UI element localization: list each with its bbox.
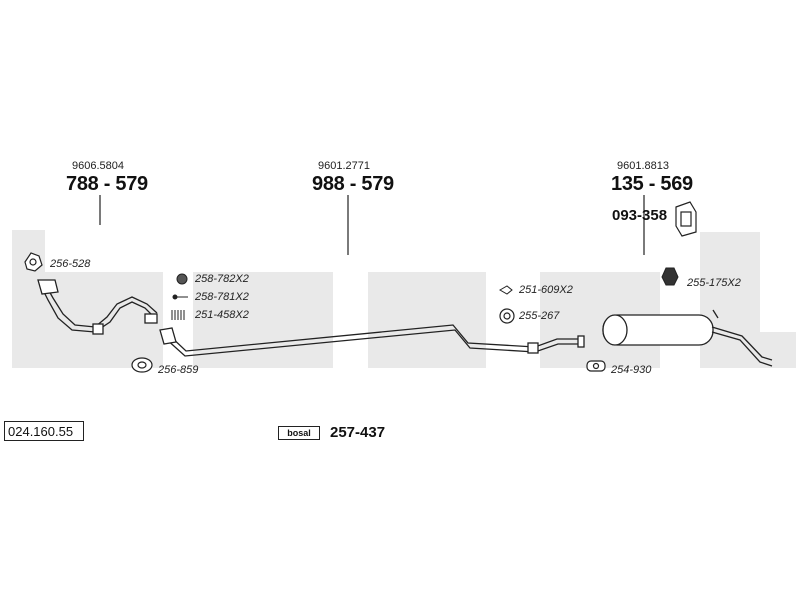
watermark-block-o xyxy=(193,272,333,368)
front-oe-ref: 9606.5804 xyxy=(72,160,124,172)
middle-part-no-a: 988 xyxy=(312,173,345,195)
gasket-front-shape xyxy=(24,252,43,272)
middle-part-separator: - xyxy=(349,173,357,195)
front-part-no-b: 579 xyxy=(115,173,148,195)
front-part-no-a: 788 xyxy=(66,173,99,195)
middle-part-no-b: 579 xyxy=(361,173,394,195)
front-part-number: 788 - 579 xyxy=(66,173,148,196)
ring-middle-shape xyxy=(499,308,515,324)
mounting-kit-part-number: 257-437 xyxy=(330,424,386,441)
catalog-number: 024.160.55 xyxy=(4,421,84,441)
rear-part-no-a: 135 xyxy=(611,173,644,195)
label-bolt-kit-top: 258-782X2 xyxy=(195,273,249,285)
middle-oe-ref: 9601.2771 xyxy=(318,160,370,172)
label-clamp-middle: 251-609X2 xyxy=(519,284,573,296)
label-clamp-rear: 254-930 xyxy=(611,364,652,376)
label-spring-kit: 251-458X2 xyxy=(195,309,249,321)
gasket-lower-shape xyxy=(131,357,153,373)
label-ring-middle: 255-267 xyxy=(519,310,560,322)
rear-part-separator: - xyxy=(648,173,656,195)
label-gasket-front: 256-528 xyxy=(50,258,91,270)
hanger-nut-shape xyxy=(661,267,679,286)
rear-bracket-part-number: 093-358 xyxy=(612,207,668,224)
clamp-middle-shape xyxy=(498,285,513,295)
spring-kit-shape xyxy=(171,310,185,320)
watermark-block-b1 xyxy=(12,230,45,368)
middle-part-number: 988 - 579 xyxy=(312,173,394,196)
front-pipe xyxy=(37,279,158,335)
bolt-kit-mid-shape xyxy=(172,294,188,300)
middle-pipe xyxy=(159,324,585,357)
clamp-rear-shape xyxy=(586,360,606,372)
rear-muffler xyxy=(602,309,773,367)
watermark-block-s xyxy=(368,272,486,368)
label-hanger-nut: 255-175X2 xyxy=(687,277,741,289)
mounting-kit-badge: bosal xyxy=(278,426,320,440)
rear-part-no-b: 569 xyxy=(660,173,693,195)
bolt-kit-top-shape xyxy=(176,273,188,285)
rear-oe-ref: 9601.8813 xyxy=(617,160,669,172)
rear-bracket-shape xyxy=(675,201,697,237)
rear-part-number: 135 - 569 xyxy=(611,173,693,196)
watermark-block-l2 xyxy=(760,332,796,368)
label-gasket-lower: 256-859 xyxy=(158,364,199,376)
label-bolt-kit-mid: 258-781X2 xyxy=(195,291,249,303)
front-part-separator: - xyxy=(103,173,111,195)
